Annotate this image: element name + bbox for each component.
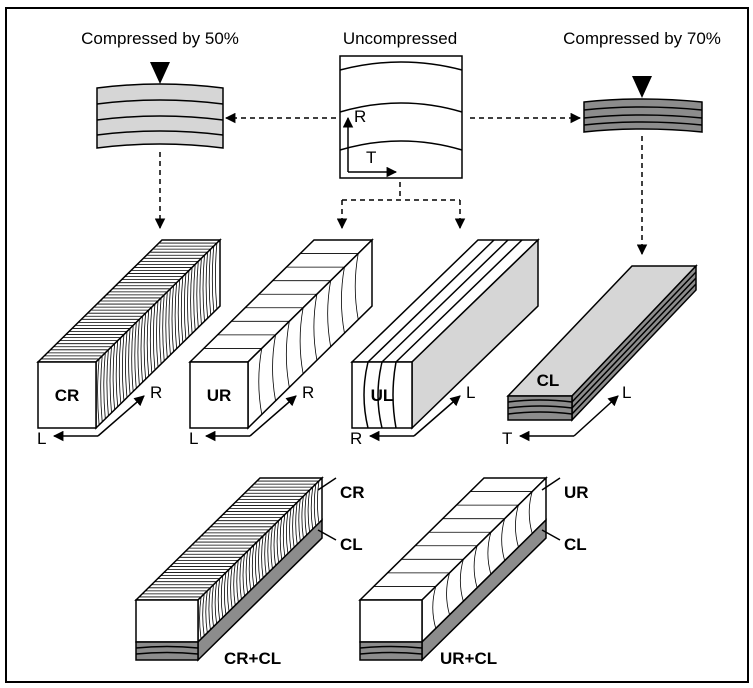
uncompressed-block: R T [339, 55, 463, 179]
sample-label-ul: UL [371, 386, 394, 405]
combined-cr-cl: CR CL CR+CL [134, 476, 365, 668]
sample-ur: UR L R [188, 238, 374, 448]
header-compressed-50: Compressed by 50% [81, 29, 239, 48]
header-compressed-70: Compressed by 70% [563, 29, 721, 48]
sample-cr: CR L R [36, 238, 222, 448]
arrow-split [342, 182, 460, 201]
sample-label-cl: CL [537, 371, 560, 390]
sample-ul: UL R L [350, 238, 540, 448]
press-arrow-right [632, 76, 652, 98]
sample-label-cr: CR [55, 386, 80, 405]
compressed-50-block [96, 62, 224, 149]
figure-border [5, 7, 749, 683]
compressed-70-block [583, 76, 703, 133]
combined-label-urcl: UR+CL [440, 649, 497, 668]
combined-label-crcl: CR+CL [224, 649, 281, 668]
press-arrow-left [150, 62, 170, 84]
axis-label-ur-across: L [189, 429, 198, 448]
axis-label-cl-across: T [502, 429, 512, 448]
axis-label-cr-along: R [150, 383, 162, 402]
layer-label-crcl-bottom: CL [340, 535, 363, 554]
t-axis-label: T [366, 148, 376, 167]
header-uncompressed: Uncompressed [343, 29, 457, 48]
r-axis-label: R [354, 107, 366, 126]
combined-ur-cl: UR CL UR+CL [358, 476, 589, 668]
axis-label-ul-across: R [350, 429, 362, 448]
layer-label-urcl-bottom: CL [564, 535, 587, 554]
sample-label-ur: UR [207, 386, 232, 405]
axis-label-cr-across: L [37, 429, 46, 448]
layer-label-urcl-top: UR [564, 483, 589, 502]
axis-label-cl-along: L [622, 383, 631, 402]
axis-label-ur-along: R [302, 383, 314, 402]
axis-label-ul-along: L [466, 383, 475, 402]
sample-cl: CL T L [502, 264, 698, 448]
layer-label-crcl-top: CR [340, 483, 365, 502]
